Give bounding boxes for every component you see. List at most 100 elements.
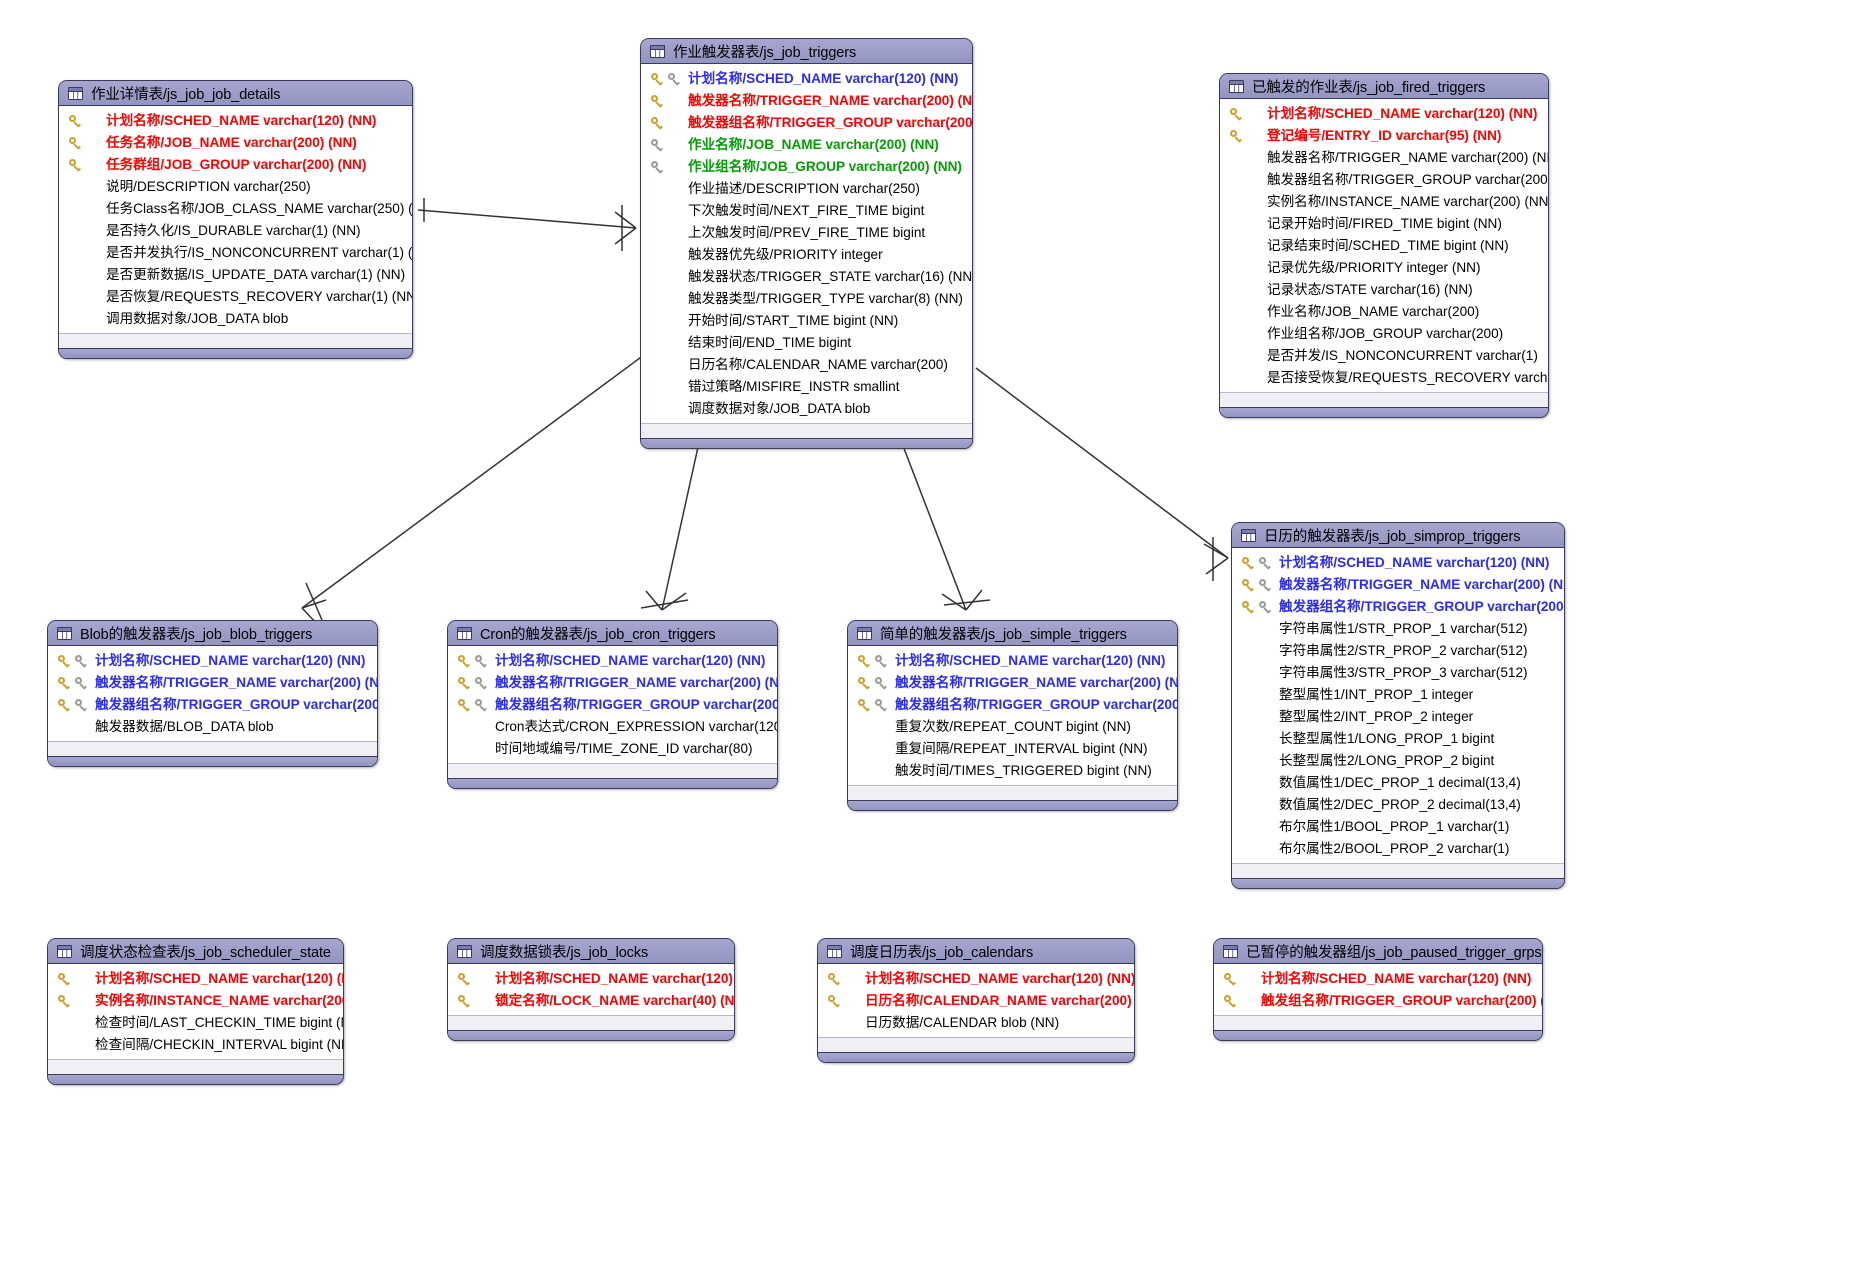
attribute-row[interactable]: 布尔属性1/BOOL_PROP_1 varchar(1) <box>1232 816 1564 838</box>
attribute-row[interactable]: 触发器类型/TRIGGER_TYPE varchar(8) (NN) <box>641 288 972 310</box>
attribute-row[interactable]: 是否并发执行/IS_NONCONCURRENT varchar(1) (NN) <box>59 242 412 264</box>
attribute-row[interactable]: 时间地域编号/TIME_ZONE_ID varchar(80) <box>448 738 777 760</box>
attribute-row[interactable]: 任务名称/JOB_NAME varchar(200) (NN) <box>59 132 412 154</box>
attribute-row[interactable]: 锁定名称/LOCK_NAME varchar(40) (NN) <box>448 990 734 1012</box>
attribute-row[interactable]: 是否持久化/IS_DURABLE varchar(1) (NN) <box>59 220 412 242</box>
attribute-row[interactable]: 调度数据对象/JOB_DATA blob <box>641 398 972 420</box>
attribute-row[interactable]: 检查时间/LAST_CHECKIN_TIME bigint (NN) <box>48 1012 343 1034</box>
entity-header[interactable]: 调度日历表/js_job_calendars <box>818 939 1134 964</box>
attribute-row[interactable]: 计划名称/SCHED_NAME varchar(120) (NN) <box>59 110 412 132</box>
attribute-row[interactable]: 实例名称/INSTANCE_NAME varchar(200) (NN) <box>1220 191 1548 213</box>
attribute-row[interactable]: 作业描述/DESCRIPTION varchar(250) <box>641 178 972 200</box>
attribute-row[interactable]: 日历名称/CALENDAR_NAME varchar(200) (NN) <box>818 990 1134 1012</box>
entity-header[interactable]: 已暂停的触发器组/js_job_paused_trigger_grps <box>1214 939 1542 964</box>
entity-header[interactable]: 日历的触发器表/js_job_simprop_triggers <box>1232 523 1564 548</box>
simprop-triggers-table[interactable]: 日历的触发器表/js_job_simprop_triggers 计划名称/SCHE… <box>1231 522 1565 889</box>
attribute-row[interactable]: 计划名称/SCHED_NAME varchar(120) (NN) <box>848 650 1177 672</box>
attribute-row[interactable]: 作业名称/JOB_NAME varchar(200) <box>1220 301 1548 323</box>
entity-header[interactable]: Cron的触发器表/js_job_cron_triggers <box>448 621 777 646</box>
attribute-row[interactable]: 记录结束时间/SCHED_TIME bigint (NN) <box>1220 235 1548 257</box>
attribute-row[interactable]: 触发器组名称/TRIGGER_GROUP varchar(200) (NN) <box>1220 169 1548 191</box>
attribute-row[interactable]: 数值属性2/DEC_PROP_2 decimal(13,4) <box>1232 794 1564 816</box>
entity-header[interactable]: 作业详情表/js_job_job_details <box>59 81 412 106</box>
attribute-row[interactable]: 结束时间/END_TIME bigint <box>641 332 972 354</box>
entity-header[interactable]: Blob的触发器表/js_job_blob_triggers <box>48 621 377 646</box>
attribute-row[interactable]: 触发器名称/TRIGGER_NAME varchar(200) (NN) <box>48 672 377 694</box>
attribute-row[interactable]: 作业名称/JOB_NAME varchar(200) (NN) <box>641 134 972 156</box>
attribute-row[interactable]: 记录开始时间/FIRED_TIME bigint (NN) <box>1220 213 1548 235</box>
attribute-row[interactable]: 日历名称/CALENDAR_NAME varchar(200) <box>641 354 972 376</box>
attribute-row[interactable]: 整型属性1/INT_PROP_1 integer <box>1232 684 1564 706</box>
attribute-row[interactable]: 触发器状态/TRIGGER_STATE varchar(16) (NN) <box>641 266 972 288</box>
attribute-row[interactable]: 触发器组名称/TRIGGER_GROUP varchar(200) (NN) <box>641 112 972 134</box>
attribute-row[interactable]: 字符串属性1/STR_PROP_1 varchar(512) <box>1232 618 1564 640</box>
attribute-row[interactable]: 触发器组名称/TRIGGER_GROUP varchar(200) (NN) <box>848 694 1177 716</box>
attribute-row[interactable]: 触发器名称/TRIGGER_NAME varchar(200) (NN) <box>1220 147 1548 169</box>
job-triggers-table[interactable]: 作业触发器表/js_job_triggers 计划名称/SCHED_NAME va… <box>640 38 973 449</box>
attribute-row[interactable]: 长整型属性1/LONG_PROP_1 bigint <box>1232 728 1564 750</box>
attribute-row[interactable]: 是否接受恢复/REQUESTS_RECOVERY varchar(1) <box>1220 367 1548 389</box>
attribute-row[interactable]: 触发器组名称/TRIGGER_GROUP varchar(200) (NN) <box>48 694 377 716</box>
attribute-row[interactable]: 数值属性1/DEC_PROP_1 decimal(13,4) <box>1232 772 1564 794</box>
fired-triggers-table[interactable]: 已触发的作业表/js_job_fired_triggers 计划名称/SCHED_… <box>1219 73 1549 418</box>
attribute-row[interactable]: 是否恢复/REQUESTS_RECOVERY varchar(1) (NN) <box>59 286 412 308</box>
attribute-row[interactable]: 计划名称/SCHED_NAME varchar(120) (NN) <box>48 650 377 672</box>
attribute-row[interactable]: 是否更新数据/IS_UPDATE_DATA varchar(1) (NN) <box>59 264 412 286</box>
attribute-row[interactable]: 检查间隔/CHECKIN_INTERVAL bigint (NN) <box>48 1034 343 1056</box>
attribute-row[interactable]: 布尔属性2/BOOL_PROP_2 varchar(1) <box>1232 838 1564 860</box>
attribute-row[interactable]: 登记编号/ENTRY_ID varchar(95) (NN) <box>1220 125 1548 147</box>
attribute-row[interactable]: 计划名称/SCHED_NAME varchar(120) (NN) <box>448 650 777 672</box>
entity-header[interactable]: 调度数据锁表/js_job_locks <box>448 939 734 964</box>
attribute-row[interactable]: 实例名称/INSTANCE_NAME varchar(200) (NN) <box>48 990 343 1012</box>
attribute-row[interactable]: 重复次数/REPEAT_COUNT bigint (NN) <box>848 716 1177 738</box>
entity-header[interactable]: 调度状态检查表/js_job_scheduler_state <box>48 939 343 964</box>
attribute-row[interactable]: 计划名称/SCHED_NAME varchar(120) (NN) <box>1232 552 1564 574</box>
attribute-row[interactable]: 记录状态/STATE varchar(16) (NN) <box>1220 279 1548 301</box>
attribute-row[interactable]: 触发器组名称/TRIGGER_GROUP varchar(200) (NN) <box>448 694 777 716</box>
attribute-row[interactable]: 触发器名称/TRIGGER_NAME varchar(200) (NN) <box>641 90 972 112</box>
paused-trigger-grps-table[interactable]: 已暂停的触发器组/js_job_paused_trigger_grps 计划名称/… <box>1213 938 1543 1041</box>
attribute-row[interactable]: 触发器优先级/PRIORITY integer <box>641 244 972 266</box>
attribute-row[interactable]: 计划名称/SCHED_NAME varchar(120) (NN) <box>1214 968 1542 990</box>
attribute-row[interactable]: 计划名称/SCHED_NAME varchar(120) (NN) <box>448 968 734 990</box>
entity-header[interactable]: 已触发的作业表/js_job_fired_triggers <box>1220 74 1548 99</box>
attribute-row[interactable]: 触发器名称/TRIGGER_NAME varchar(200) (NN) <box>448 672 777 694</box>
entity-header[interactable]: 简单的触发器表/js_job_simple_triggers <box>848 621 1177 646</box>
job-details-table[interactable]: 作业详情表/js_job_job_details 计划名称/SCHED_NAME … <box>58 80 413 359</box>
attribute-row[interactable]: 字符串属性3/STR_PROP_3 varchar(512) <box>1232 662 1564 684</box>
attribute-row[interactable]: 计划名称/SCHED_NAME varchar(120) (NN) <box>48 968 343 990</box>
attribute-row[interactable]: 说明/DESCRIPTION varchar(250) <box>59 176 412 198</box>
attribute-row[interactable]: 触发时间/TIMES_TRIGGERED bigint (NN) <box>848 760 1177 782</box>
attribute-row[interactable]: 计划名称/SCHED_NAME varchar(120) (NN) <box>1220 103 1548 125</box>
cron-triggers-table[interactable]: Cron的触发器表/js_job_cron_triggers 计划名称/SCHED… <box>447 620 778 789</box>
attribute-row[interactable]: 触发器数据/BLOB_DATA blob <box>48 716 377 738</box>
attribute-row[interactable]: 触发组名称/TRIGGER_GROUP varchar(200) (NN) <box>1214 990 1542 1012</box>
simple-triggers-table[interactable]: 简单的触发器表/js_job_simple_triggers 计划名称/SCHED… <box>847 620 1178 811</box>
attribute-row[interactable]: 上次触发时间/PREV_FIRE_TIME bigint <box>641 222 972 244</box>
attribute-row[interactable]: 触发器名称/TRIGGER_NAME varchar(200) (NN) <box>1232 574 1564 596</box>
attribute-row[interactable]: 下次触发时间/NEXT_FIRE_TIME bigint <box>641 200 972 222</box>
attribute-row[interactable]: 作业组名称/JOB_GROUP varchar(200) <box>1220 323 1548 345</box>
attribute-row[interactable]: Cron表达式/CRON_EXPRESSION varchar(120) (NN… <box>448 716 777 738</box>
attribute-row[interactable]: 开始时间/START_TIME bigint (NN) <box>641 310 972 332</box>
scheduler-state-table[interactable]: 调度状态检查表/js_job_scheduler_state 计划名称/SCHED… <box>47 938 344 1085</box>
attribute-row[interactable]: 任务Class名称/JOB_CLASS_NAME varchar(250) (N… <box>59 198 412 220</box>
attribute-row[interactable]: 作业组名称/JOB_GROUP varchar(200) (NN) <box>641 156 972 178</box>
attribute-row[interactable]: 整型属性2/INT_PROP_2 integer <box>1232 706 1564 728</box>
attribute-row[interactable]: 调用数据对象/JOB_DATA blob <box>59 308 412 330</box>
attribute-row[interactable]: 日历数据/CALENDAR blob (NN) <box>818 1012 1134 1034</box>
blob-triggers-table[interactable]: Blob的触发器表/js_job_blob_triggers 计划名称/SCHED… <box>47 620 378 767</box>
attribute-row[interactable]: 是否并发/IS_NONCONCURRENT varchar(1) <box>1220 345 1548 367</box>
attribute-row[interactable]: 长整型属性2/LONG_PROP_2 bigint <box>1232 750 1564 772</box>
locks-table[interactable]: 调度数据锁表/js_job_locks 计划名称/SCHED_NAME varch… <box>447 938 735 1041</box>
attribute-row[interactable]: 错过策略/MISFIRE_INSTR smallint <box>641 376 972 398</box>
attribute-row[interactable]: 任务群组/JOB_GROUP varchar(200) (NN) <box>59 154 412 176</box>
attribute-row[interactable]: 字符串属性2/STR_PROP_2 varchar(512) <box>1232 640 1564 662</box>
attribute-row[interactable]: 记录优先级/PRIORITY integer (NN) <box>1220 257 1548 279</box>
calendars-table[interactable]: 调度日历表/js_job_calendars 计划名称/SCHED_NAME va… <box>817 938 1135 1063</box>
attribute-row[interactable]: 计划名称/SCHED_NAME varchar(120) (NN) <box>641 68 972 90</box>
attribute-row[interactable]: 触发器组名称/TRIGGER_GROUP varchar(200) (NN) <box>1232 596 1564 618</box>
entity-header[interactable]: 作业触发器表/js_job_triggers <box>641 39 972 64</box>
attribute-row[interactable]: 重复间隔/REPEAT_INTERVAL bigint (NN) <box>848 738 1177 760</box>
attribute-row[interactable]: 计划名称/SCHED_NAME varchar(120) (NN) <box>818 968 1134 990</box>
